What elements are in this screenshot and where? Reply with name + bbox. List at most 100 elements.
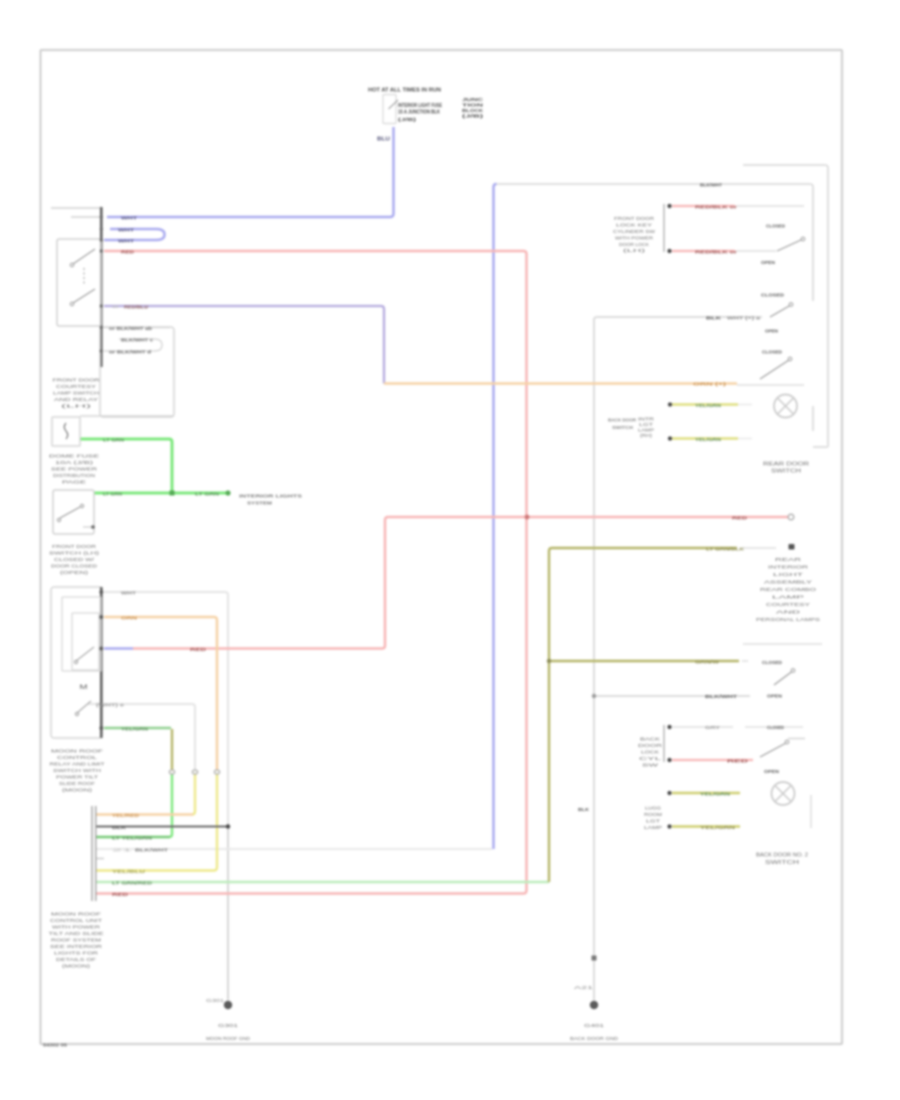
svg-text:BLK: BLK — [112, 825, 127, 830]
svg-text:LT GRN/RED: LT GRN/RED — [112, 881, 152, 886]
svg-text:WHT: WHT — [121, 591, 137, 596]
svg-text:LOCK KEY: LOCK KEY — [616, 223, 652, 228]
svg-text:COURTESY: COURTESY — [766, 602, 811, 608]
svg-text:GRN/W: GRN/W — [695, 660, 721, 665]
svg-text:WHT: WHT — [118, 228, 135, 233]
svg-text:(WHT) e: (WHT) e — [96, 703, 125, 708]
svg-text:CONTROL UNIT: CONTROL UNIT — [50, 918, 102, 923]
svg-text:SEE POWER: SEE POWER — [51, 467, 98, 472]
svg-text:CLOSED: CLOSED — [766, 224, 785, 229]
svg-text:LAMP SWITCH: LAMP SWITCH — [53, 391, 99, 396]
svg-text:BLK/WHT c: BLK/WHT c — [121, 338, 154, 343]
svg-text:INTR: INTR — [638, 417, 655, 422]
svg-text:FRONT DOOR: FRONT DOOR — [53, 378, 101, 383]
svg-text:BLK/WHT: BLK/WHT — [700, 183, 722, 188]
svg-text:LT GRN: LT GRN — [103, 438, 124, 443]
svg-text:RED/BLK or: RED/BLK or — [695, 205, 738, 210]
svg-text:MOON ROOF GND: MOON ROOF GND — [206, 1036, 251, 1041]
svg-text:BLK/WHT: BLK/WHT — [135, 848, 169, 853]
svg-text:A21: A21 — [574, 985, 594, 990]
svg-text:M: M — [80, 684, 88, 691]
svg-text:RED: RED — [732, 516, 747, 521]
svg-text:ASSEMBLY: ASSEMBLY — [764, 580, 813, 586]
svg-text:DISTRIBUTION: DISTRIBUTION — [53, 473, 95, 478]
svg-text:JUNC: JUNC — [462, 97, 484, 102]
svg-text:RED/BLU: RED/BLU — [124, 305, 148, 310]
svg-text:COURTESY: COURTESY — [56, 384, 96, 389]
svg-text:ORN (+): ORN (+) — [693, 382, 727, 387]
svg-text:PERSONAL LAMPS: PERSONAL LAMPS — [756, 617, 820, 623]
svg-text:PAGE: PAGE — [62, 480, 86, 485]
svg-text:DOOR LOCK: DOOR LOCK — [619, 242, 650, 247]
svg-text:INTERIOR: INTERIOR — [768, 565, 809, 571]
svg-text:RED: RED — [727, 759, 748, 764]
svg-text:RED: RED — [121, 250, 134, 255]
svg-text:SW: SW — [642, 763, 660, 768]
svg-text:LAMP: LAMP — [772, 595, 804, 601]
svg-text:YEL/GRN: YEL/GRN — [695, 403, 721, 408]
svg-text:OPEN: OPEN — [764, 769, 779, 774]
svg-text:SYSTEM: SYSTEM — [247, 501, 273, 506]
svg-text:MOON ROOF: MOON ROOF — [51, 912, 101, 917]
svg-text:SWITCH: SWITCH — [612, 425, 633, 430]
svg-text:G401: G401 — [584, 1023, 605, 1028]
svg-text:TILT AND SLIDE: TILT AND SLIDE — [49, 931, 104, 936]
svg-text:G301: G301 — [206, 998, 225, 1003]
svg-text:AND RELAY: AND RELAY — [54, 397, 98, 402]
svg-text:SEE INTERIOR: SEE INTERIOR — [50, 944, 103, 949]
svg-text:or: or — [112, 304, 119, 309]
svg-text:or BLK/WHT ab: or BLK/WHT ab — [109, 326, 153, 331]
svg-text:BLK/WHT: BLK/WHT — [705, 694, 738, 699]
svg-text:ROOM: ROOM — [644, 812, 662, 817]
svg-text:LT GRN: LT GRN — [195, 492, 219, 497]
svg-text:YEL/GRN: YEL/GRN — [121, 727, 148, 732]
svg-text:DOOR CLOSED: DOOR CLOSED — [51, 564, 98, 569]
svg-text:TION: TION — [462, 103, 483, 108]
svg-text:CLOSED: CLOSED — [761, 293, 784, 298]
svg-text:RED/BLK or: RED/BLK or — [695, 250, 738, 255]
svg-text:LT GRN/BLK: LT GRN/BLK — [706, 547, 745, 552]
svg-text:LIGHT: LIGHT — [773, 572, 803, 578]
svg-text:REAR: REAR — [775, 557, 802, 563]
svg-text:HOT AT ALL TIMES IN RUN: HOT AT ALL TIMES IN RUN — [368, 88, 441, 94]
svg-text:SWITCH WITH: SWITCH WITH — [53, 768, 101, 773]
svg-text:LT YEL/GRN: LT YEL/GRN — [112, 836, 152, 841]
svg-text:CLOSED: CLOSED — [762, 660, 782, 665]
svg-text:21: 21 — [112, 848, 135, 853]
svg-text:CLOSED: CLOSED — [762, 350, 782, 355]
svg-text:RED: RED — [190, 647, 206, 652]
svg-text:REAR COMBO: REAR COMBO — [760, 587, 816, 593]
svg-text:SWITCH: SWITCH — [765, 860, 800, 866]
svg-text:LUGG: LUGG — [645, 806, 662, 811]
svg-text:WHT: WHT — [118, 239, 135, 244]
svg-text:INTERIOR LIGHTS: INTERIOR LIGHTS — [239, 494, 302, 499]
svg-text:CLOSED: CLOSED — [767, 725, 784, 730]
svg-text:LOCK: LOCK — [641, 750, 659, 755]
svg-text:(LH): (LH) — [61, 404, 93, 409]
svg-text:(MOON): (MOON) — [62, 788, 93, 793]
svg-text:BACK: BACK — [640, 737, 660, 742]
svg-text:(J/B): (J/B) — [398, 117, 417, 122]
svg-text:G301: G301 — [218, 1023, 239, 1028]
svg-text:BLK: BLK — [578, 807, 590, 812]
svg-text:ROOF SYSTEM: ROOF SYSTEM — [51, 938, 101, 943]
svg-text:POWER TILT: POWER TILT — [56, 775, 98, 780]
svg-text:WHT (+) a: WHT (+) a — [727, 316, 761, 321]
svg-text:54302 05: 54302 05 — [43, 1043, 68, 1048]
svg-text:(RH): (RH) — [640, 433, 653, 438]
svg-text:SWITCH (LH): SWITCH (LH) — [49, 551, 100, 556]
svg-text:(MOON): (MOON) — [62, 964, 91, 969]
svg-text:15 A JUNCTION BLK: 15 A JUNCTION BLK — [398, 110, 440, 116]
svg-text:YEL/BLU: YEL/BLU — [112, 869, 145, 874]
svg-text:GRY: GRY — [705, 725, 720, 730]
svg-text:YEL/GRN: YEL/GRN — [700, 792, 730, 797]
svg-text:DOME FUSE: DOME FUSE — [49, 454, 99, 459]
svg-text:FRONT DOOR: FRONT DOOR — [614, 216, 655, 221]
svg-text:FRONT DOOR: FRONT DOOR — [52, 544, 97, 549]
svg-text:WITH POWER: WITH POWER — [615, 236, 654, 241]
svg-text:or BLK/WHT d: or BLK/WHT d — [109, 350, 152, 355]
svg-text:WHT: WHT — [121, 216, 138, 221]
svg-text:(J/B): (J/B) — [462, 114, 484, 119]
svg-text:YEL/RED: YEL/RED — [112, 813, 139, 818]
svg-text:CLOSED W/: CLOSED W/ — [54, 557, 95, 562]
